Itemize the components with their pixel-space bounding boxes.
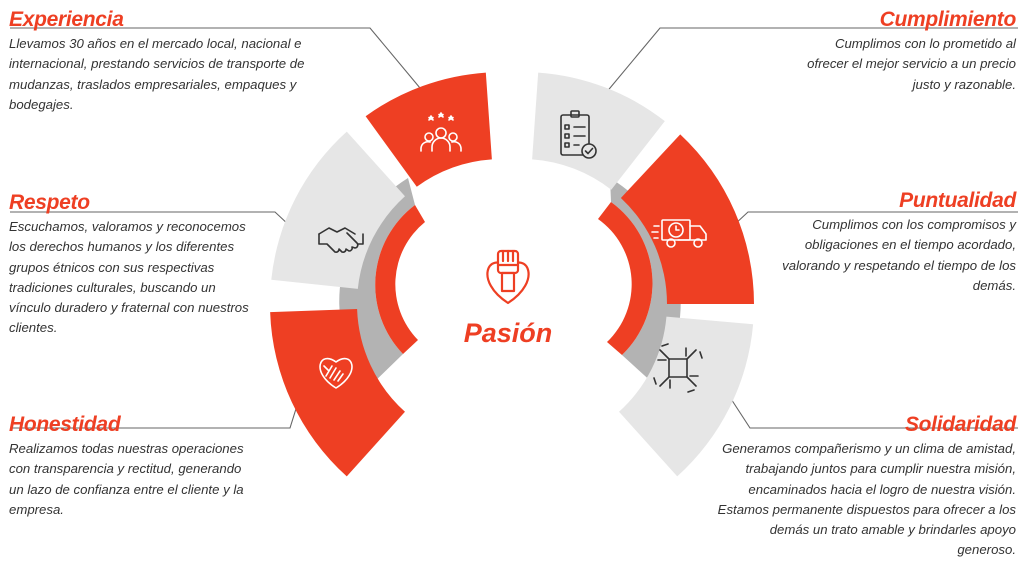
value-experiencia: Experiencia Llevamos 30 años en el merca…	[9, 8, 329, 115]
gray-arc-right	[610, 178, 681, 385]
value-cumplimiento: Cumplimiento Cumplimos con lo prometido …	[791, 8, 1016, 95]
value-solidaridad: Solidaridad Generamos compañerismo y un …	[716, 413, 1017, 561]
joined-hands-icon	[653, 343, 703, 393]
raised-fist-heart-icon	[486, 249, 530, 305]
value-description: Realizamos todas nuestras operaciones co…	[9, 441, 244, 517]
value-title: Honestidad	[9, 413, 121, 436]
heart-hand-icon	[319, 357, 353, 389]
red-arc-left	[375, 205, 425, 354]
value-title: Experiencia	[9, 8, 124, 31]
value-title: Solidaridad	[904, 413, 1016, 436]
value-description: Generamos compañerismo y un clima de ami…	[717, 441, 1016, 558]
value-title: Cumplimiento	[879, 8, 1017, 31]
value-honestidad: Honestidad Realizamos todas nuestras ope…	[9, 413, 249, 520]
value-respeto: Respeto Escuchamos, valoramos y reconoce…	[9, 191, 259, 339]
value-puntualidad: Puntualidad Cumplimos con los compromiso…	[766, 189, 1016, 296]
segment-solidaridad	[619, 316, 754, 477]
value-title: Respeto	[9, 191, 90, 214]
segment-puntualidad	[620, 134, 754, 304]
value-description: Escuchamos, valoramos y reconocemos los …	[9, 219, 249, 336]
connector-lines	[10, 27, 1018, 429]
delivery-truck-clock-icon	[651, 219, 707, 248]
segment-honestidad	[270, 309, 405, 477]
handshake-icon	[318, 227, 364, 253]
connector-experiencia	[10, 27, 431, 101]
segment-respeto	[271, 131, 405, 289]
connector-cumplimiento	[599, 27, 1018, 101]
value-description: Llevamos 30 años en el mercado local, na…	[9, 36, 305, 112]
red-arc-right	[598, 202, 653, 355]
checklist-clipboard-icon	[560, 110, 597, 159]
value-description: Cumplimos con los compromisos y obligaci…	[782, 217, 1016, 293]
center-label: Pasión	[464, 318, 553, 348]
segment-experiencia	[365, 72, 492, 187]
value-description: Cumplimos con lo prometido al ofrecer el…	[807, 36, 1016, 92]
center-hub: Pasión	[464, 249, 553, 348]
team-stars-icon	[420, 112, 462, 152]
value-segments	[270, 72, 754, 477]
inner-red-ring	[375, 202, 653, 355]
value-title: Puntualidad	[899, 189, 1016, 212]
segment-cumplimiento	[532, 72, 665, 190]
